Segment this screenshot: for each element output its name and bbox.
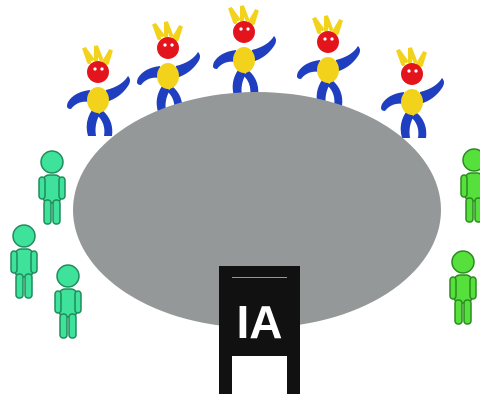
person-figure-left-2 [10, 224, 38, 299]
meeting-table [73, 92, 441, 328]
mascot-figure [135, 20, 202, 114]
person-figure-left-1 [38, 150, 66, 225]
mascot-figure [379, 46, 446, 140]
mascot-figure [65, 44, 132, 138]
person-figure-right-1 [460, 148, 480, 223]
mascot-figure [211, 4, 278, 98]
chair-label: IA [237, 296, 283, 348]
ia-chair: IA [219, 266, 300, 394]
mascot-figure [295, 14, 362, 108]
person-figure-right-2 [449, 250, 477, 325]
person-figure-left-3 [54, 264, 82, 339]
